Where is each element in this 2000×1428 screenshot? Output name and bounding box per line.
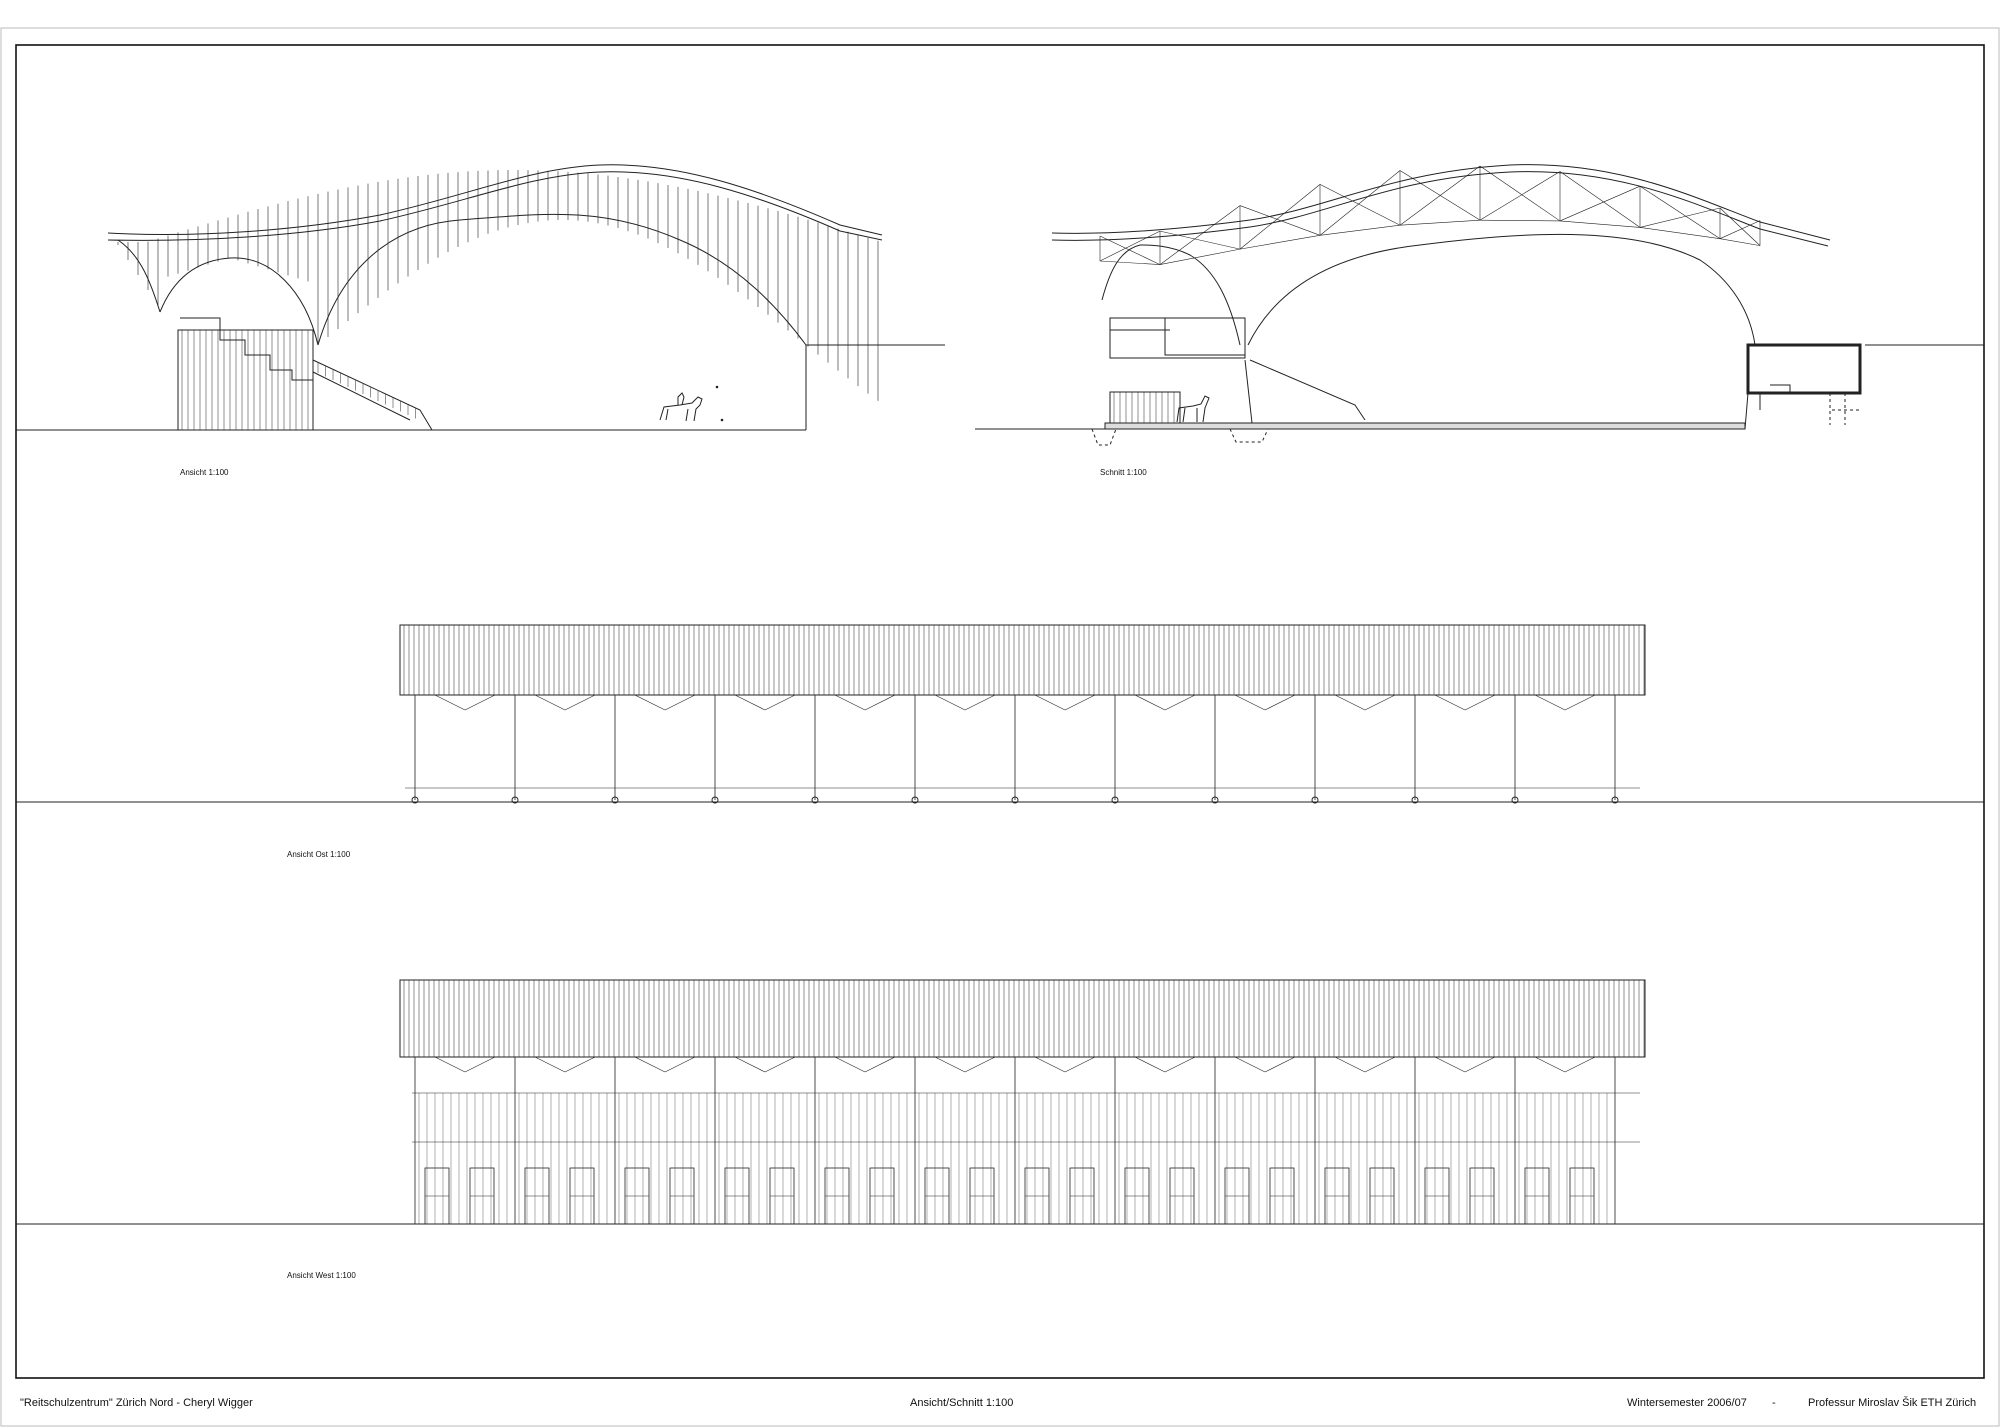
drawing-frame (15, 44, 1985, 1379)
stair-treads (317, 363, 416, 419)
elevation-drawing (16, 164, 945, 431)
shell-underside (159, 257, 319, 346)
footer-chair: Professur Miroslav Šik ETH Zürich (1808, 1397, 1977, 1409)
arena-floor (1104, 422, 1746, 430)
footer-separator: - (1772, 1397, 1776, 1409)
stair (312, 359, 433, 431)
section-stair (1249, 359, 1366, 421)
footer-project: "Reitschulzentrum" Zürich Nord - Cheryl … (20, 1397, 253, 1409)
west-elevation-drawing (16, 979, 1984, 1225)
west-roof-cladding (403, 980, 1645, 1057)
tribune-steps (180, 317, 313, 381)
footer-semester: Wintersemester 2006/07 (1627, 1397, 1747, 1409)
section-tribune (1109, 317, 1246, 359)
roof-ribs (117, 170, 879, 401)
caption-east: Ansicht Ost 1:100 (287, 850, 351, 859)
west-roof-band (399, 979, 1646, 1058)
east-roof-band (399, 624, 1646, 696)
caption-west: Ansicht West 1:100 (287, 1271, 356, 1280)
west-bays (412, 1056, 1640, 1225)
roof-outline (107, 164, 883, 236)
roof-truss (1099, 165, 1761, 265)
section-roof (1051, 164, 1831, 241)
section-drawing (975, 164, 1984, 446)
horse-rider-figure (659, 392, 703, 422)
east-roof-cladding (403, 625, 1645, 695)
east-bays (405, 694, 1640, 804)
section-horse-figure (1176, 395, 1210, 423)
east-elevation-drawing (16, 624, 1984, 804)
sheet-border (0, 27, 2000, 1427)
caption-section: Schnitt 1:100 (1100, 468, 1147, 477)
clubhouse-box (1746, 343, 1862, 395)
caption-elevation: Ansicht 1:100 (180, 468, 229, 477)
footer-sheet-title: Ansicht/Schnitt 1:100 (910, 1397, 1014, 1409)
